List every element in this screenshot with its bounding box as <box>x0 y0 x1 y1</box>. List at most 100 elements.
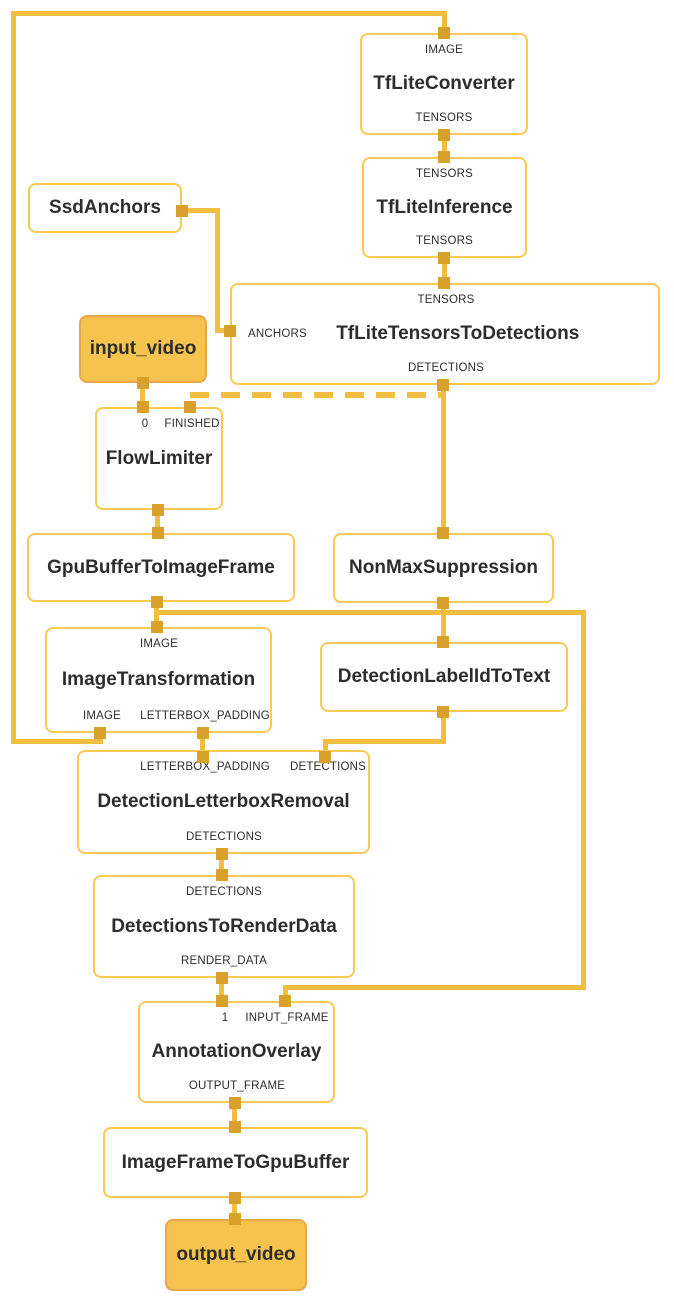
port-label: 1 <box>221 1012 229 1024</box>
port-label: FINISHED <box>164 418 220 430</box>
port <box>216 972 228 984</box>
edge-detections-down <box>441 383 446 535</box>
port <box>216 869 228 881</box>
port-label: DETECTIONS <box>407 362 485 374</box>
port <box>197 751 209 763</box>
edge-flowlimiter-out <box>155 508 160 535</box>
port <box>224 325 236 337</box>
port-label: TENSORS <box>416 235 473 247</box>
node-detection-label-id-to-text[interactable]: DetectionLabelIdToText <box>320 642 568 712</box>
node-image-transformation[interactable]: IMAGE ImageTransformation IMAGE LETTERBO… <box>45 627 272 733</box>
node-title: ImageTransformation <box>61 669 256 690</box>
port-label: OUTPUT_FRAME <box>188 1080 286 1092</box>
edge-finished-dashed <box>190 392 443 398</box>
port-label: DETECTIONS <box>289 761 367 773</box>
edge-tensors-2 <box>442 256 447 285</box>
node-title: DetectionLetterboxRemoval <box>97 791 350 812</box>
node-title: TfLiteConverter <box>373 73 515 94</box>
stream-title: output_video <box>176 1244 296 1265</box>
port <box>216 848 228 860</box>
port <box>152 504 164 516</box>
port <box>151 621 163 633</box>
port <box>438 27 450 39</box>
edge-letterbox-padding <box>200 731 205 759</box>
edge-tensors-1 <box>442 133 447 159</box>
node-annotation-overlay[interactable]: 1 INPUT_FRAME AnnotationOverlay OUTPUT_F… <box>138 1001 335 1103</box>
node-title: AnnotationOverlay <box>151 1041 322 1062</box>
port-label: TENSORS <box>415 112 473 124</box>
node-title: DetectionsToRenderData <box>111 915 337 937</box>
node-title: ImageFrameToGpuBuffer <box>121 1151 350 1173</box>
edge-anchors-h1 <box>182 208 220 213</box>
edge-frame-branch-v <box>581 610 586 990</box>
port <box>229 1192 241 1204</box>
port <box>137 401 149 413</box>
port-label: TENSORS <box>417 294 475 306</box>
node-title: NonMaxSuppression <box>349 557 538 578</box>
edge-image-loop-left <box>11 11 16 744</box>
port <box>438 252 450 264</box>
edge-letterbox-out <box>219 852 224 877</box>
node-input-video[interactable]: input_video <box>79 315 207 383</box>
port <box>137 377 149 389</box>
node-detection-letterbox-removal[interactable]: LETTERBOX_PADDING DETECTIONS DetectionLe… <box>77 750 370 854</box>
edge-anchors-v <box>215 208 220 333</box>
node-detections-to-render-data[interactable]: DETECTIONS DetectionsToRenderData RENDER… <box>93 875 355 978</box>
port-label: RENDER_DATA <box>180 955 268 967</box>
edge-input-video <box>140 381 145 409</box>
edge-frame-branch-h2 <box>283 985 586 990</box>
port <box>151 596 163 608</box>
node-image-frame-to-gpu-buffer[interactable]: ImageFrameToGpuBuffer <box>103 1127 368 1198</box>
port-label: LETTERBOX_PADDING <box>140 761 270 773</box>
port <box>216 995 228 1007</box>
node-title: FlowLimiter <box>105 447 213 469</box>
port-label: TENSORS <box>416 168 473 180</box>
port-label: DETECTIONS <box>185 886 263 898</box>
port <box>184 401 196 413</box>
edge-outputframe <box>232 1101 237 1129</box>
port-label: LETTERBOX_PADDING <box>140 710 270 722</box>
node-title: DetectionLabelIdToText <box>337 666 551 687</box>
node-title: SsdAnchors <box>49 197 161 218</box>
port <box>279 995 291 1007</box>
port <box>437 597 449 609</box>
port-label: DETECTIONS <box>185 831 263 843</box>
edge-renderdata-out <box>219 976 224 1003</box>
node-title: GpuBufferToImageFrame <box>47 556 275 578</box>
edge-image-loop-top <box>11 11 447 16</box>
edge-label-out-v <box>441 710 446 744</box>
port <box>94 727 106 739</box>
port <box>437 636 449 648</box>
port-label: IMAGE <box>424 44 464 56</box>
node-output-video[interactable]: output_video <box>165 1219 307 1291</box>
port <box>229 1097 241 1109</box>
node-title: TfLiteInference <box>376 196 513 218</box>
node-title: TfLiteTensorsToDetections <box>336 323 580 344</box>
node-non-max-suppression[interactable]: NonMaxSuppression <box>333 533 554 603</box>
port <box>438 129 450 141</box>
port-label: INPUT_FRAME <box>245 1012 329 1024</box>
node-tflite-converter[interactable]: IMAGE TfLiteConverter TENSORS <box>360 33 528 135</box>
edge-label-out-h <box>323 739 446 744</box>
edge-image-loop-bottom <box>11 739 103 744</box>
port <box>229 1121 241 1133</box>
port <box>197 727 209 739</box>
port <box>319 751 331 763</box>
edge-frame-branch-drop <box>283 985 288 1003</box>
node-gpu-buffer-to-image-frame[interactable]: GpuBufferToImageFrame <box>27 533 295 602</box>
port-label: ANCHORS <box>248 328 307 340</box>
port-label: IMAGE <box>82 710 122 722</box>
edge-label-out-drop <box>323 739 328 759</box>
node-tflite-inference[interactable]: TENSORS TfLiteInference TENSORS <box>362 157 527 258</box>
port <box>152 527 164 539</box>
node-tflite-tensors-to-detections[interactable]: TENSORS ANCHORS TfLiteTensorsToDetection… <box>230 283 660 385</box>
edge-nms-out <box>441 601 446 644</box>
port <box>437 527 449 539</box>
port <box>176 205 188 217</box>
port <box>437 379 449 391</box>
node-ssd-anchors[interactable]: SsdAnchors <box>28 183 182 233</box>
node-flow-limiter[interactable]: 0 FINISHED FlowLimiter <box>95 407 223 510</box>
port <box>229 1213 241 1225</box>
edge-image-loop-drop <box>442 11 447 35</box>
